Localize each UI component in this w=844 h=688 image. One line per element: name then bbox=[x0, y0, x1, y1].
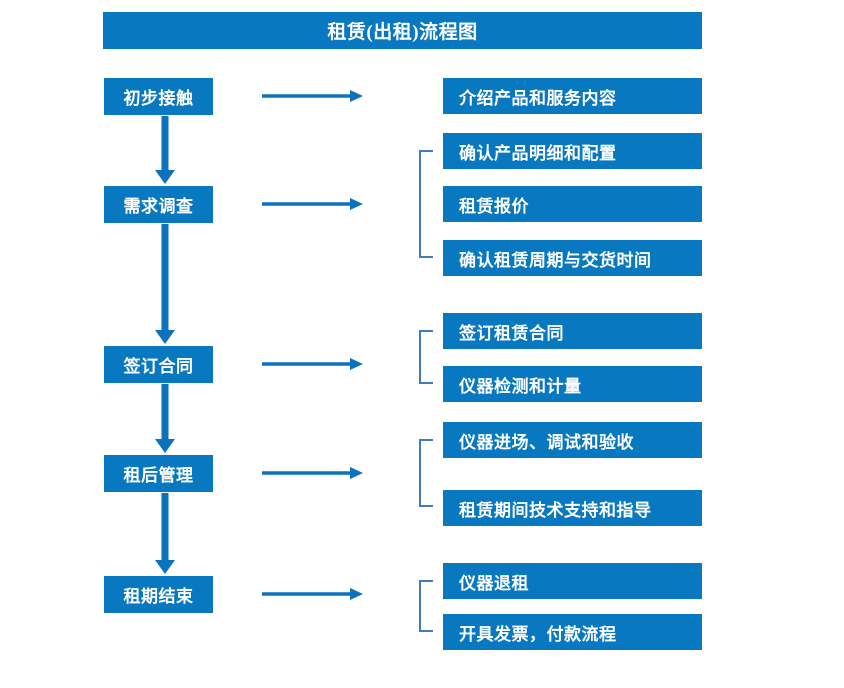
bracket-stub-top bbox=[419, 580, 433, 582]
detail-box-instrument-return[interactable]: 仪器退租 bbox=[443, 563, 702, 599]
stage-box-sign-contract[interactable]: 签订合同 bbox=[104, 346, 213, 383]
detail-box-sign-lease-contract[interactable]: 签订租赁合同 bbox=[443, 313, 702, 349]
bracket-demand-survey-group bbox=[419, 150, 436, 258]
bracket-stub-bottom bbox=[419, 256, 433, 258]
page-title: 租赁(出租)流程图 bbox=[103, 12, 702, 49]
arrow-right-icon-sign-contract bbox=[262, 358, 363, 370]
stage-box-post-rental-management[interactable]: 租后管理 bbox=[104, 455, 213, 492]
arrow-right-icon-initial-contact bbox=[262, 90, 363, 102]
detail-box-rental-quotation[interactable]: 租赁报价 bbox=[443, 186, 702, 222]
bracket-stub-bottom bbox=[419, 630, 433, 632]
stage-box-initial-contact[interactable]: 初步接触 bbox=[104, 78, 213, 115]
bracket-stub-top bbox=[419, 330, 433, 332]
detail-box-instrument-inspection-metering[interactable]: 仪器检测和计量 bbox=[443, 366, 702, 402]
bracket-line bbox=[419, 580, 421, 632]
arrow-right-icon-demand-survey bbox=[262, 198, 363, 210]
stage-box-lease-end[interactable]: 租期结束 bbox=[104, 576, 213, 613]
arrow-down-icon-postrental-to-end bbox=[155, 493, 175, 574]
bracket-post-rental-group bbox=[419, 439, 436, 507]
bracket-line bbox=[419, 330, 421, 384]
bracket-stub-bottom bbox=[419, 505, 433, 507]
arrow-down-icon-contract-to-postrental bbox=[155, 384, 175, 453]
detail-box-instrument-entry-debug-acceptance[interactable]: 仪器进场、调试和验收 bbox=[443, 422, 702, 458]
bracket-line bbox=[419, 439, 421, 507]
arrow-right-icon-post-rental bbox=[262, 467, 363, 479]
bracket-sign-contract-group bbox=[419, 330, 436, 384]
detail-box-introduce-products-services[interactable]: 介绍产品和服务内容 bbox=[443, 78, 702, 114]
bracket-stub-top bbox=[419, 150, 433, 152]
arrow-down-icon-contact-to-survey bbox=[155, 116, 175, 184]
bracket-stub-bottom bbox=[419, 382, 433, 384]
detail-box-confirm-lease-period-delivery[interactable]: 确认租赁周期与交货时间 bbox=[443, 240, 702, 276]
detail-box-technical-support-during-lease[interactable]: 租赁期间技术支持和指导 bbox=[443, 490, 702, 526]
detail-box-invoice-payment-process[interactable]: 开具发票，付款流程 bbox=[443, 614, 702, 650]
bracket-lease-end-group bbox=[419, 580, 436, 632]
bracket-line bbox=[419, 150, 421, 258]
detail-box-confirm-product-details-config[interactable]: 确认产品明细和配置 bbox=[443, 133, 702, 169]
arrow-down-icon-survey-to-contract bbox=[155, 224, 175, 344]
stage-box-demand-survey[interactable]: 需求调查 bbox=[104, 186, 213, 223]
bracket-stub-top bbox=[419, 439, 433, 441]
arrow-right-icon-lease-end bbox=[262, 588, 363, 600]
